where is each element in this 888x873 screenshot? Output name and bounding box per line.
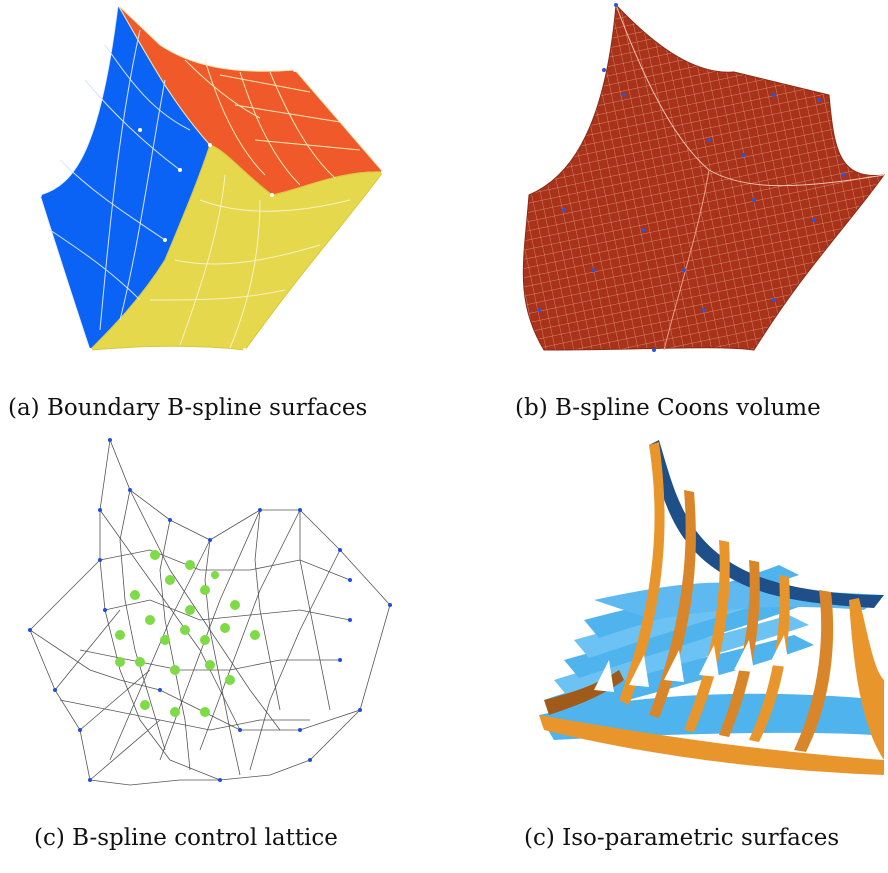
isoparametric-figure bbox=[539, 440, 884, 775]
control-points bbox=[38, 3, 385, 352]
lattice-control-points bbox=[28, 438, 392, 782]
coons-volume-surface bbox=[522, 3, 886, 351]
panel-c-control-lattice bbox=[0, 430, 444, 810]
caption-a: (a) Boundary B-spline surfaces bbox=[8, 395, 368, 421]
interior-control-points bbox=[115, 550, 260, 717]
lattice-edges bbox=[29, 439, 391, 786]
boundary-surfaces-figure bbox=[38, 3, 385, 352]
orange-grid bbox=[184, 59, 361, 186]
blue-grid bbox=[49, 29, 191, 331]
panel-d-isoparametric bbox=[444, 430, 888, 810]
panel-b-coons-volume bbox=[444, 0, 888, 370]
panel-a-boundary-surfaces bbox=[0, 0, 444, 370]
caption-d: (c) Iso-parametric surfaces bbox=[524, 825, 840, 851]
volume-control-points bbox=[537, 3, 846, 352]
caption-b: (b) B-spline Coons volume bbox=[515, 395, 821, 421]
coons-volume-figure bbox=[522, 3, 886, 352]
caption-c-lattice: (c) B-spline control lattice bbox=[34, 825, 338, 851]
yellow-grid bbox=[149, 174, 351, 349]
sheet-gaps bbox=[594, 635, 789, 692]
control-lattice-figure bbox=[28, 438, 392, 786]
